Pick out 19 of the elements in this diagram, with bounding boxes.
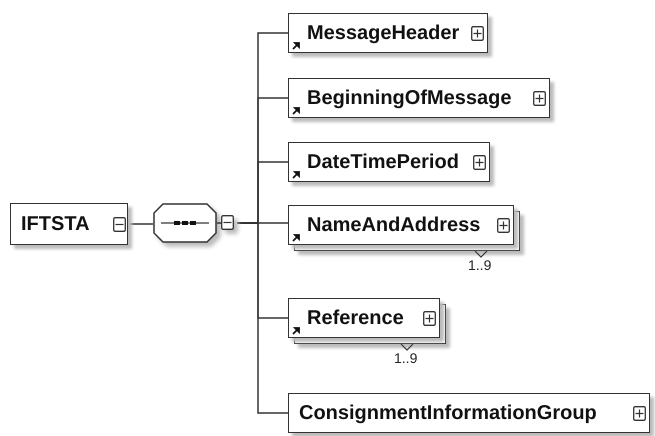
multiplicity-label: 1..9 <box>394 350 418 366</box>
element-name: ConsignmentInformationGroup <box>299 402 597 424</box>
element-name: BeginningOfMessage <box>307 86 512 110</box>
connector-line <box>128 223 153 225</box>
element-name: IFTSTA <box>21 212 90 236</box>
element-box <box>288 78 550 118</box>
element-name: NameAndAddress <box>307 214 480 236</box>
element-name: MessageHeader <box>307 22 460 44</box>
element-name: DateTimePeriod <box>307 150 459 174</box>
element-box <box>288 298 440 338</box>
element-box <box>288 142 490 182</box>
element-name: Reference <box>307 306 404 330</box>
element-box <box>288 205 514 245</box>
element-box <box>288 393 650 433</box>
connector-line <box>237 222 288 414</box>
element-box <box>10 203 128 245</box>
multiplicity-label: 1..9 <box>468 257 492 273</box>
sequence-compositor <box>153 203 237 243</box>
element-box <box>288 13 488 53</box>
